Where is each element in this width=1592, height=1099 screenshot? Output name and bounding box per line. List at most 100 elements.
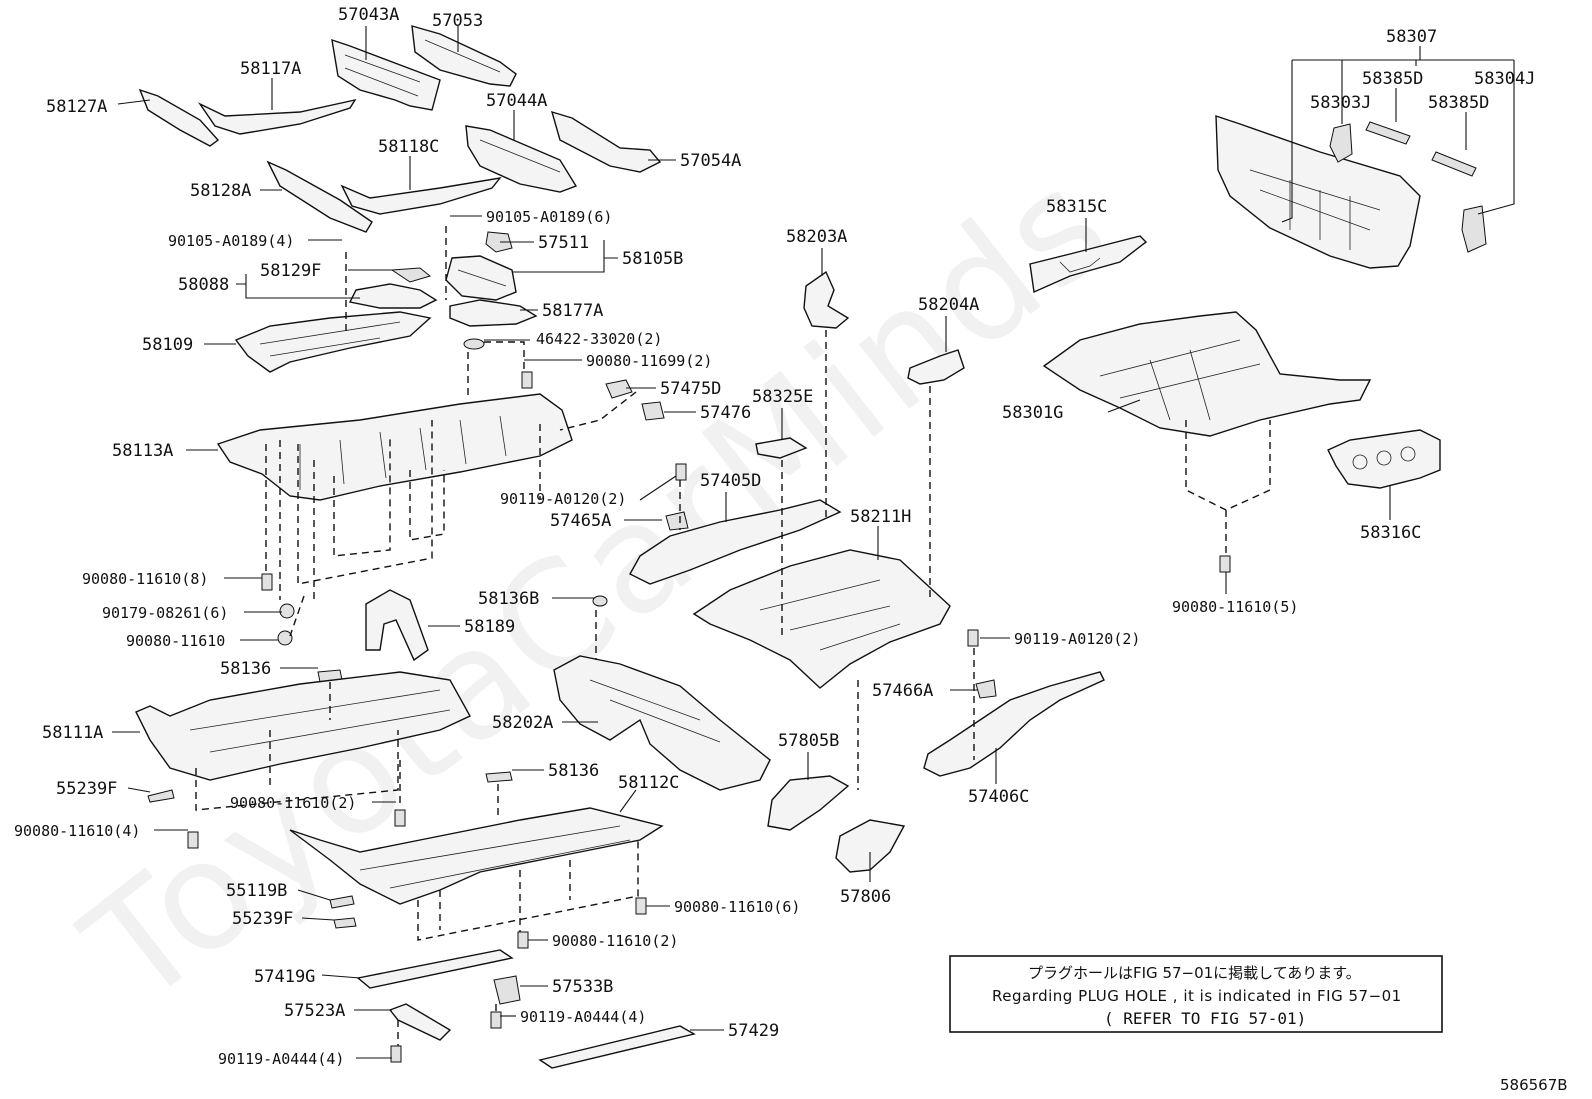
label-58385D-b: 58385D bbox=[1428, 93, 1489, 113]
part-bolt-8 bbox=[261, 573, 273, 591]
label-57475D: 57475D bbox=[660, 379, 721, 399]
part-58325E bbox=[755, 437, 808, 459]
label-55239F-a: 55239F bbox=[56, 779, 117, 799]
part-58315C bbox=[1029, 235, 1148, 294]
label-57406C: 57406C bbox=[968, 787, 1029, 807]
label-90080-11610-6: 90080-11610(6) bbox=[674, 898, 800, 916]
part-58136b bbox=[485, 771, 513, 783]
label-90119-A0444-4-b: 90119-A0444(4) bbox=[218, 1050, 344, 1068]
label-57511: 57511 bbox=[538, 233, 589, 253]
part-58316C bbox=[1327, 429, 1441, 489]
label-57429: 57429 bbox=[728, 1021, 779, 1041]
part-bolt-6 bbox=[635, 897, 647, 915]
part-58189 bbox=[365, 589, 429, 662]
label-57805B: 57805B bbox=[778, 731, 839, 751]
label-90119-A0120-2-b: 90119-A0120(2) bbox=[1014, 630, 1140, 648]
watermark: ToyotaCarMinds bbox=[54, 136, 1141, 1039]
label-58303J: 58303J bbox=[1310, 93, 1371, 113]
part-58111A bbox=[135, 671, 471, 781]
label-58127A: 58127A bbox=[46, 97, 107, 117]
part-58112C bbox=[289, 807, 664, 905]
part-58204A bbox=[907, 349, 965, 385]
label-90119-A0120-2-a: 90119-A0120(2) bbox=[500, 490, 626, 508]
label-58129F: 58129F bbox=[260, 261, 321, 281]
part-57054A bbox=[550, 110, 662, 173]
label-46422-33020-2: 46422-33020(2) bbox=[536, 330, 662, 348]
part-55239Fb bbox=[333, 917, 357, 929]
label-55119B: 55119B bbox=[226, 881, 287, 901]
label-58088: 58088 bbox=[178, 275, 229, 295]
label-90080-11610: 90080-11610 bbox=[126, 632, 225, 650]
part-58301G bbox=[1042, 311, 1372, 437]
part-57805B bbox=[767, 775, 850, 831]
part-57429 bbox=[538, 1025, 696, 1069]
part-58385Db bbox=[1431, 151, 1477, 177]
part-55119B bbox=[329, 895, 355, 909]
label-58325E: 58325E bbox=[752, 387, 813, 407]
label-90080-11610-2-b: 90080-11610(2) bbox=[552, 932, 678, 950]
part-58129F bbox=[390, 267, 432, 283]
label-58315C: 58315C bbox=[1046, 197, 1107, 217]
label-57533B: 57533B bbox=[552, 977, 613, 997]
part-58117A bbox=[197, 98, 357, 135]
label-58117A: 58117A bbox=[240, 59, 301, 79]
part-58128A bbox=[266, 160, 373, 233]
label-58136B: 58136B bbox=[478, 589, 539, 609]
part-58385Da bbox=[1365, 121, 1411, 145]
label-57806: 57806 bbox=[840, 887, 891, 907]
part-57476 bbox=[641, 401, 665, 421]
plug-hole-note: プラグホールはFIG 57−01に掲載してあります。 Regarding PLU… bbox=[949, 955, 1443, 1033]
part-58177A bbox=[449, 299, 538, 327]
label-58189: 58189 bbox=[464, 617, 515, 637]
part-58109 bbox=[234, 311, 432, 373]
part-55239Fa bbox=[147, 789, 175, 803]
label-58211H: 58211H bbox=[850, 507, 911, 527]
part-58203A bbox=[803, 270, 850, 329]
label-58304J: 58304J bbox=[1474, 69, 1535, 89]
part-57406C bbox=[923, 671, 1105, 777]
part-57511 bbox=[485, 231, 513, 253]
part-57475D bbox=[605, 379, 633, 399]
label-57465A: 57465A bbox=[550, 511, 611, 531]
assembly-lines bbox=[195, 226, 1271, 1046]
leader-lines bbox=[112, 26, 1515, 1059]
note-reference: ( REFER TO FIG 57-01) bbox=[1104, 1009, 1306, 1028]
part-58136B bbox=[592, 595, 608, 607]
label-58202A: 58202A bbox=[492, 713, 553, 733]
part-bolt-2a bbox=[394, 809, 406, 827]
part-57405D bbox=[629, 499, 842, 585]
label-58301G: 58301G bbox=[1002, 403, 1063, 423]
label-58385D-a: 58385D bbox=[1362, 69, 1423, 89]
label-55239F-b: 55239F bbox=[232, 909, 293, 929]
label-58136-b: 58136 bbox=[548, 761, 599, 781]
part-58113A bbox=[216, 393, 573, 501]
part-57043A bbox=[331, 38, 441, 111]
part-bolt-0444a bbox=[490, 1011, 502, 1029]
part-58303J bbox=[1329, 123, 1353, 163]
part-57806 bbox=[835, 819, 906, 873]
label-90080-11610-5: 90080-11610(5) bbox=[1172, 598, 1298, 616]
label-58177A: 58177A bbox=[542, 301, 603, 321]
figure-id: 586567B bbox=[1500, 1076, 1568, 1094]
label-57476: 57476 bbox=[700, 403, 751, 423]
part-bolt-5 bbox=[1219, 555, 1231, 573]
label-58128A: 58128A bbox=[190, 181, 251, 201]
label-58136-a: 58136 bbox=[220, 659, 271, 679]
part-bolt-0120a bbox=[675, 463, 687, 481]
part-46422-clip bbox=[463, 338, 485, 350]
part-58211H bbox=[692, 549, 951, 689]
part-58118C bbox=[340, 177, 502, 215]
part-nut-6 bbox=[279, 603, 295, 619]
label-58105B: 58105B bbox=[622, 249, 683, 269]
part-57523A bbox=[388, 1003, 452, 1041]
label-57054A: 57054A bbox=[680, 151, 741, 171]
label-57044A: 57044A bbox=[486, 91, 547, 111]
part-58127A bbox=[138, 88, 220, 147]
label-58118C: 58118C bbox=[378, 137, 439, 157]
label-90105-A0189-4: 90105-A0189(4) bbox=[168, 232, 294, 250]
label-90080-11610-4: 90080-11610(4) bbox=[14, 822, 140, 840]
part-58105B bbox=[445, 255, 517, 301]
note-japanese: プラグホールはFIG 57−01に掲載してあります。 bbox=[1028, 964, 1361, 982]
label-57053: 57053 bbox=[432, 11, 483, 31]
